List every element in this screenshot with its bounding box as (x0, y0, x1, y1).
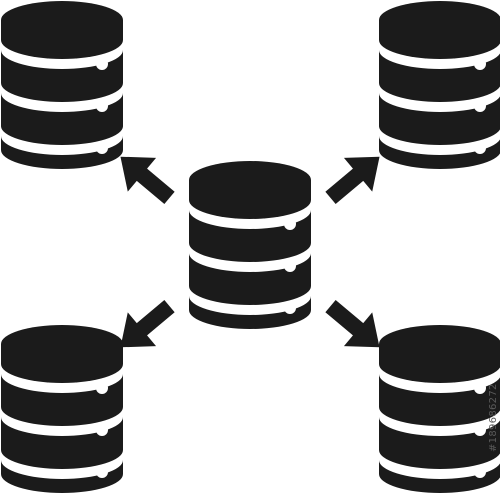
arrow-down-left-icon (120, 300, 175, 348)
arrow-up-left-icon (120, 156, 175, 204)
arrow-down-right-icon (325, 300, 380, 348)
database-icon-bottom-left (1, 325, 123, 493)
arrow-up-right-icon (325, 156, 380, 204)
database-icon-center (189, 161, 311, 329)
database-icon-top-right (379, 1, 500, 169)
stock-id-watermark: #189686272 (488, 383, 499, 452)
database-icon-bottom-right (379, 325, 500, 493)
database-icon-top-left (1, 1, 123, 169)
